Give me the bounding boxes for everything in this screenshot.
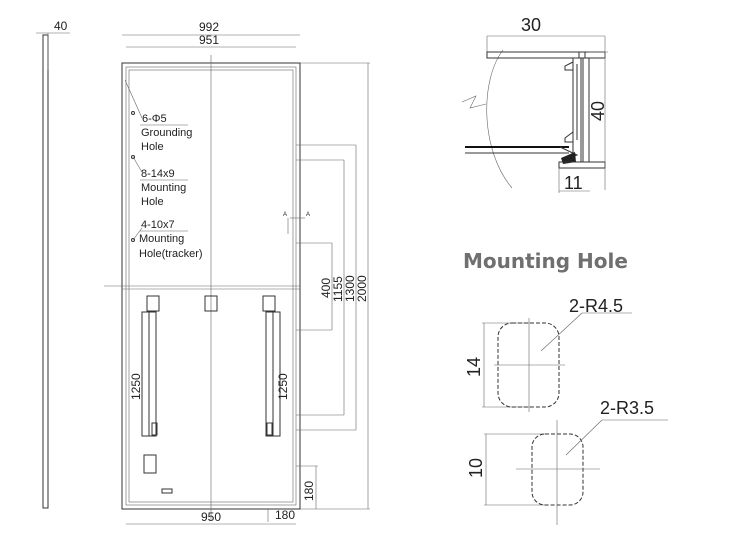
note-tracker-line1: Mounting	[139, 233, 184, 245]
section-detail: 30 40 11	[461, 15, 608, 193]
side-view: 40	[36, 19, 70, 509]
dim-width-bottom: 950	[201, 510, 221, 524]
note-mounting: 8-14x9 Mounting Hole	[140, 168, 188, 208]
detail-dim-11: 11	[564, 173, 583, 193]
mounting-hole-title: Mounting Hole	[463, 249, 628, 273]
small-hole-radius-label: 2-R3.5	[600, 398, 654, 418]
dim-corner-h: 180	[275, 508, 295, 522]
dim-slot-left: 1250	[129, 373, 143, 400]
small-hole-height-label: 10	[466, 458, 486, 478]
note-mounting-line2: Hole	[141, 196, 164, 208]
dim-width-inner: 951	[199, 33, 219, 47]
dim-corner-v: 180	[302, 481, 316, 501]
dim-slot-right: 1250	[276, 373, 290, 400]
section-mark-right: A	[306, 212, 310, 218]
label-box	[143, 454, 157, 474]
mounting-hole-small: 10 2-R3.5	[466, 398, 668, 525]
junction-box-center	[204, 295, 218, 312]
note-grounding: 6-Φ5 Grounding Hole	[140, 113, 192, 153]
detail-dim-30: 30	[521, 15, 541, 35]
note-grounding-line2: Hole	[141, 141, 164, 153]
note-mounting-line1: Mounting	[141, 182, 186, 194]
front-view: 992 951 6-Φ5 Grounding Hole 8-14x9 Mount…	[104, 20, 370, 525]
dim-400: 400	[319, 278, 333, 298]
dim-width-outer: 992	[199, 20, 219, 34]
mounting-hole-large: 14 2-R4.5	[464, 296, 632, 412]
side-frame	[42, 34, 49, 509]
large-hole-height-label: 14	[464, 357, 484, 377]
note-tracker: 4-10x7 Mounting Hole(tracker)	[139, 219, 203, 260]
dim-2000: 2000	[355, 275, 369, 302]
note-grounding-line1: Grounding	[141, 127, 192, 139]
detail-dim-40: 40	[588, 101, 608, 121]
side-thickness-label: 40	[54, 19, 68, 33]
large-hole-radius-label: 2-R4.5	[569, 296, 623, 316]
junction-box-left	[146, 295, 160, 312]
note-grounding-spec: 6-Φ5	[142, 113, 167, 125]
dim-1155: 1155	[331, 276, 345, 302]
note-tracker-line2: Hole(tracker)	[139, 248, 203, 260]
section-mark-left: A	[283, 212, 287, 218]
junction-box-right	[262, 295, 276, 312]
note-mounting-spec: 8-14x9	[141, 168, 175, 180]
dim-1300: 1300	[343, 275, 357, 302]
note-tracker-spec: 4-10x7	[141, 219, 175, 231]
